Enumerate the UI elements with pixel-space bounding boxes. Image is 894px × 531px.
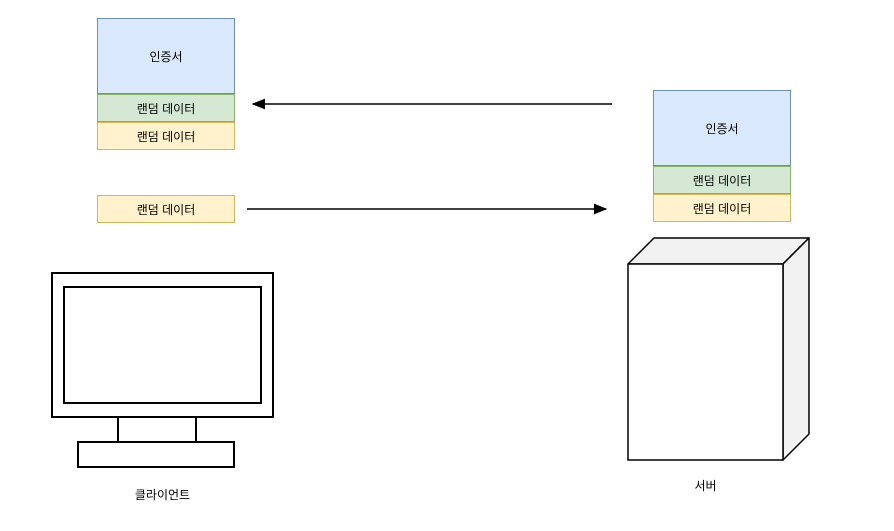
server-caption: 서버 [694,479,717,493]
server-random-green-box: 랜덤 데이터 [653,166,791,194]
client-outgoing-random-box: 랜덤 데이터 [97,195,235,223]
server-certificate-label: 인증서 [705,121,739,136]
server-random-yellow-label: 랜덤 데이터 [692,201,752,216]
server-random-yellow-box: 랜덤 데이터 [653,194,791,222]
server-box-top-face [627,237,810,265]
client-random-yellow-label: 랜덤 데이터 [136,129,196,144]
client-random-yellow-box: 랜덤 데이터 [97,122,235,150]
server-handshake-stack: 인증서 랜덤 데이터 랜덤 데이터 [653,90,791,222]
server-box-shape [627,237,810,461]
client-certificate-box: 인증서 [97,18,235,94]
monitor-base [77,441,235,468]
client-monitor-shape [51,272,274,468]
client-outgoing-random-label: 랜덤 데이터 [136,202,196,217]
server-certificate-box: 인증서 [653,90,791,166]
client-caption: 클라이언트 [134,488,191,502]
server-box-right-face [782,237,810,461]
client-random-green-label: 랜덤 데이터 [136,101,196,116]
client-random-green-box: 랜덤 데이터 [97,94,235,122]
server-random-green-label: 랜덤 데이터 [692,173,752,188]
server-box-front-face [627,263,784,461]
monitor-screen [63,286,262,404]
client-certificate-label: 인증서 [149,49,183,64]
client-handshake-stack: 인증서 랜덤 데이터 랜덤 데이터 [97,18,235,150]
